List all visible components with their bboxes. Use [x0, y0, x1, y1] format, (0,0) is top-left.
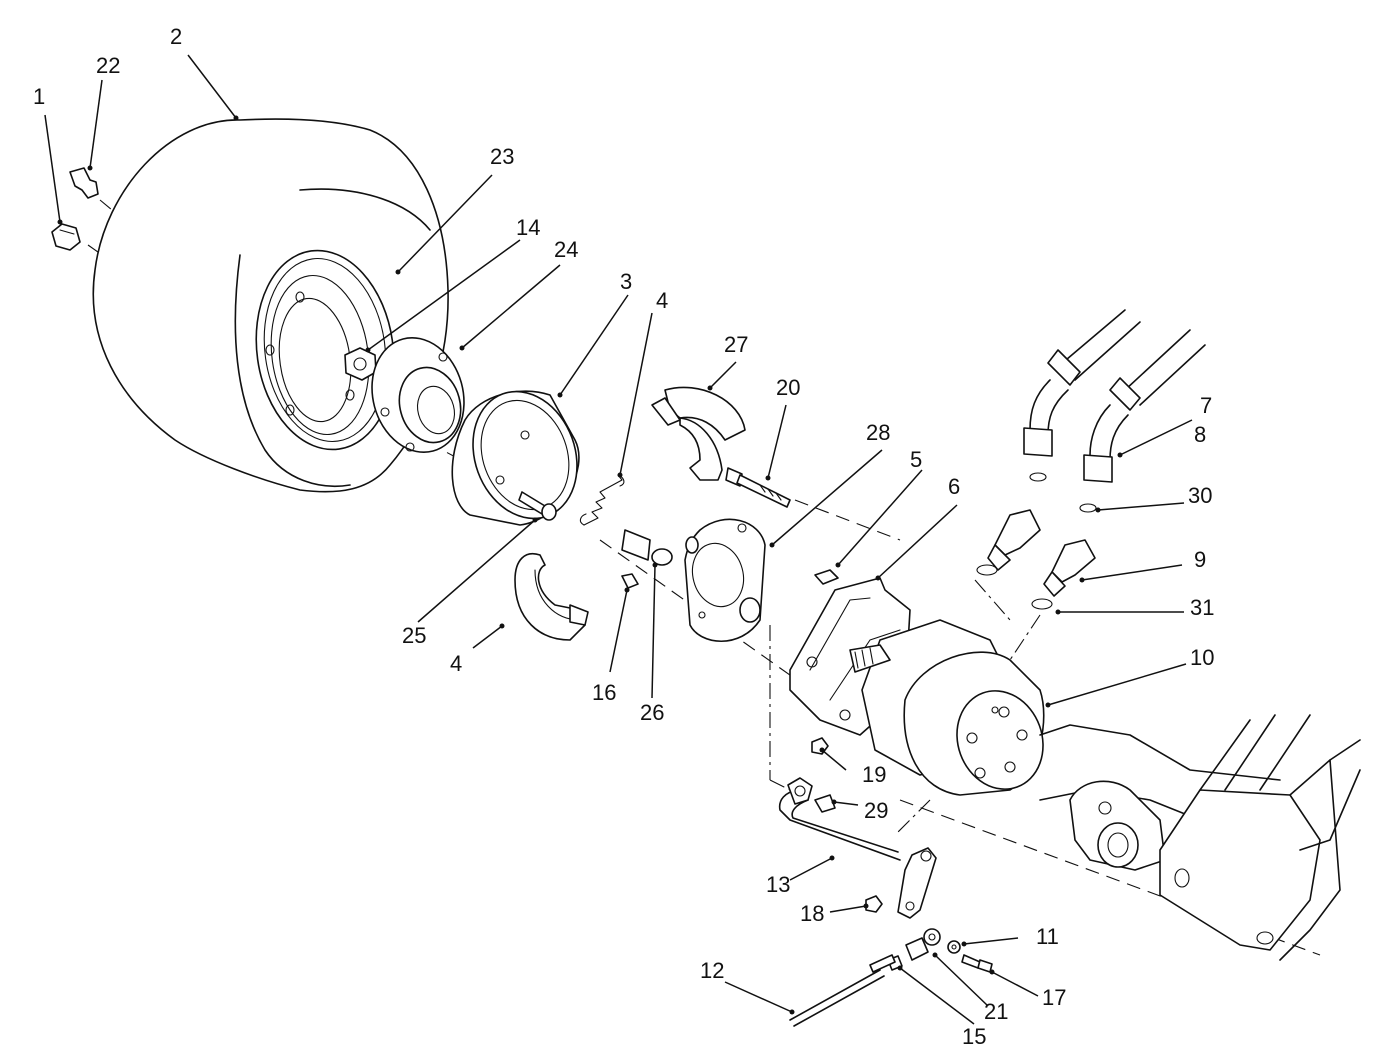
callout-26: 26: [640, 700, 664, 725]
callout-30: 30: [1188, 483, 1212, 508]
frame-assembly: [1039, 714, 1361, 961]
brake-hub: [371, 336, 465, 454]
callout-8: 8: [1194, 422, 1206, 447]
drum-bolt: [518, 491, 557, 521]
callout-17: 17: [1042, 985, 1066, 1010]
brake-drum: [451, 390, 580, 526]
tire-wheel-assembly: [92, 118, 449, 493]
hydraulic-hoses: [1023, 309, 1206, 483]
wheel-stud: [69, 167, 99, 199]
callout-9: 9: [1194, 547, 1206, 572]
callout-4-spring: 4: [656, 288, 668, 313]
callout-labels: 1 2 3 4 4 5 6 7 8 9 10 11 12 13 14 15 16…: [33, 24, 1214, 1049]
callout-25: 25: [402, 623, 426, 648]
callout-3: 3: [620, 269, 632, 294]
callout-19: 19: [862, 762, 886, 787]
callout-leader-lines: [44, 54, 1193, 1025]
brake-shoe-lower: [514, 553, 589, 641]
brake-shoe-upper: [651, 386, 746, 481]
backing-plate: [684, 518, 766, 643]
callout-7: 7: [1200, 393, 1212, 418]
callout-2: 2: [170, 24, 182, 49]
callout-27: 27: [724, 332, 748, 357]
cap-screw-20: [725, 467, 791, 508]
o-rings: [976, 472, 1097, 610]
hydraulic-fittings: [987, 509, 1096, 597]
shaft-key: [814, 569, 839, 585]
callout-10: 10: [1190, 645, 1214, 670]
brake-rod: [778, 777, 901, 861]
callout-22: 22: [96, 53, 120, 78]
callout-29: 29: [864, 798, 888, 823]
callout-14: 14: [516, 215, 540, 240]
callout-21: 21: [984, 999, 1008, 1024]
brake-lever: [897, 847, 937, 919]
callout-18: 18: [800, 901, 824, 926]
clevis-hardware: [887, 928, 993, 973]
callout-12: 12: [700, 958, 724, 983]
brake-cable: [789, 954, 896, 1027]
callout-20: 20: [776, 375, 800, 400]
brake-spring: [579, 474, 625, 526]
callout-4-shoe: 4: [450, 651, 462, 676]
callout-6: 6: [948, 474, 960, 499]
callout-16: 16: [592, 680, 616, 705]
callout-5: 5: [910, 447, 922, 472]
callout-13: 13: [766, 872, 790, 897]
callout-24: 24: [554, 237, 578, 262]
hairpin-clip: [814, 794, 836, 813]
hydraulic-motor: [849, 619, 1045, 796]
callout-1: 1: [33, 84, 45, 109]
lug-nut: [51, 223, 81, 251]
callout-28: 28: [866, 420, 890, 445]
callout-11: 11: [1036, 924, 1059, 949]
callout-15: 15: [962, 1024, 986, 1049]
callout-23: 23: [490, 144, 514, 169]
callout-31: 31: [1190, 595, 1214, 620]
screw-16: [621, 573, 639, 589]
brake-cam: [621, 529, 673, 566]
